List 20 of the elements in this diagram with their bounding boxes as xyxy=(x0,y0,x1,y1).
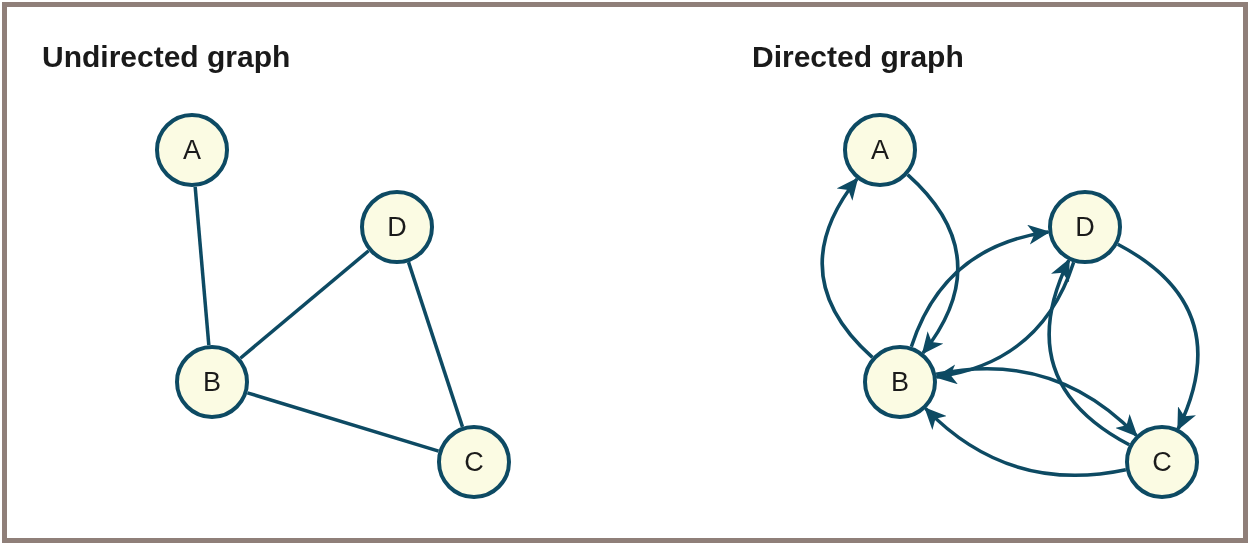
vertex-label: B xyxy=(203,366,221,398)
connector-line xyxy=(193,186,211,346)
graph-title: Directed graph xyxy=(752,40,964,74)
vertex-label: D xyxy=(387,211,407,243)
vertex-label: B xyxy=(891,366,909,398)
vertex-label: C xyxy=(1152,446,1172,478)
connector-line xyxy=(246,391,440,453)
vertex-label: A xyxy=(871,134,889,166)
vertex-label: A xyxy=(183,134,201,166)
arrow xyxy=(1047,258,1131,447)
graph-title: Undirected graph xyxy=(42,40,291,74)
connector-line xyxy=(239,249,370,360)
arrow xyxy=(820,177,874,359)
connector-line xyxy=(406,261,465,428)
arrow xyxy=(906,173,960,355)
arrow xyxy=(924,407,1127,477)
vertex-label: C xyxy=(464,446,484,478)
arrow xyxy=(935,367,1138,437)
arrow xyxy=(1116,242,1200,431)
vertex-label: D xyxy=(1075,211,1095,243)
